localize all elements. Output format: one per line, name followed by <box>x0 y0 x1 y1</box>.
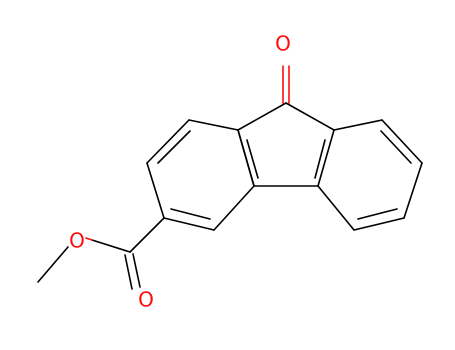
bond-carboxyl-c-o-double-b <box>124 254 133 290</box>
bond-c1-c2-inner <box>157 130 191 164</box>
bond-o-methyl <box>37 246 69 283</box>
bond-carboxyl-c-o-red <box>85 237 93 241</box>
atom-label-layer: O O O <box>69 32 291 312</box>
bond-c8-c7 <box>381 119 423 164</box>
bond-c9a-c4a-inner <box>246 139 259 179</box>
bond-c7-c6 <box>403 162 423 219</box>
bond-c8-c7-inner <box>380 130 412 164</box>
atom-label-ketone-oxygen: O <box>275 32 291 56</box>
bond-c6-c5 <box>353 217 405 231</box>
bond-layer <box>37 65 423 290</box>
bond-c9-c8a <box>285 102 335 131</box>
bond-c9a-c1 <box>188 119 239 131</box>
bond-c8a-c4b <box>317 129 335 187</box>
bond-c6-c5-inner <box>357 208 398 220</box>
bond-c3-c4-inner <box>170 208 211 220</box>
bond-c4-c4a <box>213 185 255 231</box>
bond-c1-c2 <box>146 119 190 164</box>
bond-c3-c4 <box>163 217 215 231</box>
bond-c2-c3 <box>146 162 165 219</box>
bond-carboxyl-c-o-double-a <box>132 253 141 288</box>
bond-c5-c4b <box>317 185 355 231</box>
bond-ring-fuse-left <box>237 129 255 187</box>
bond-carboxyl-c-o-black <box>91 239 131 253</box>
bond-c9-c9a <box>237 102 287 131</box>
atom-label-ester-oxygen-single: O <box>69 229 85 253</box>
atom-label-ester-oxygen-double: O <box>138 288 154 312</box>
bond-c3-carboxyl-c <box>129 217 165 253</box>
bond-c8a-c4b-inner <box>314 139 326 179</box>
bond-c8a-c8 <box>333 119 383 131</box>
